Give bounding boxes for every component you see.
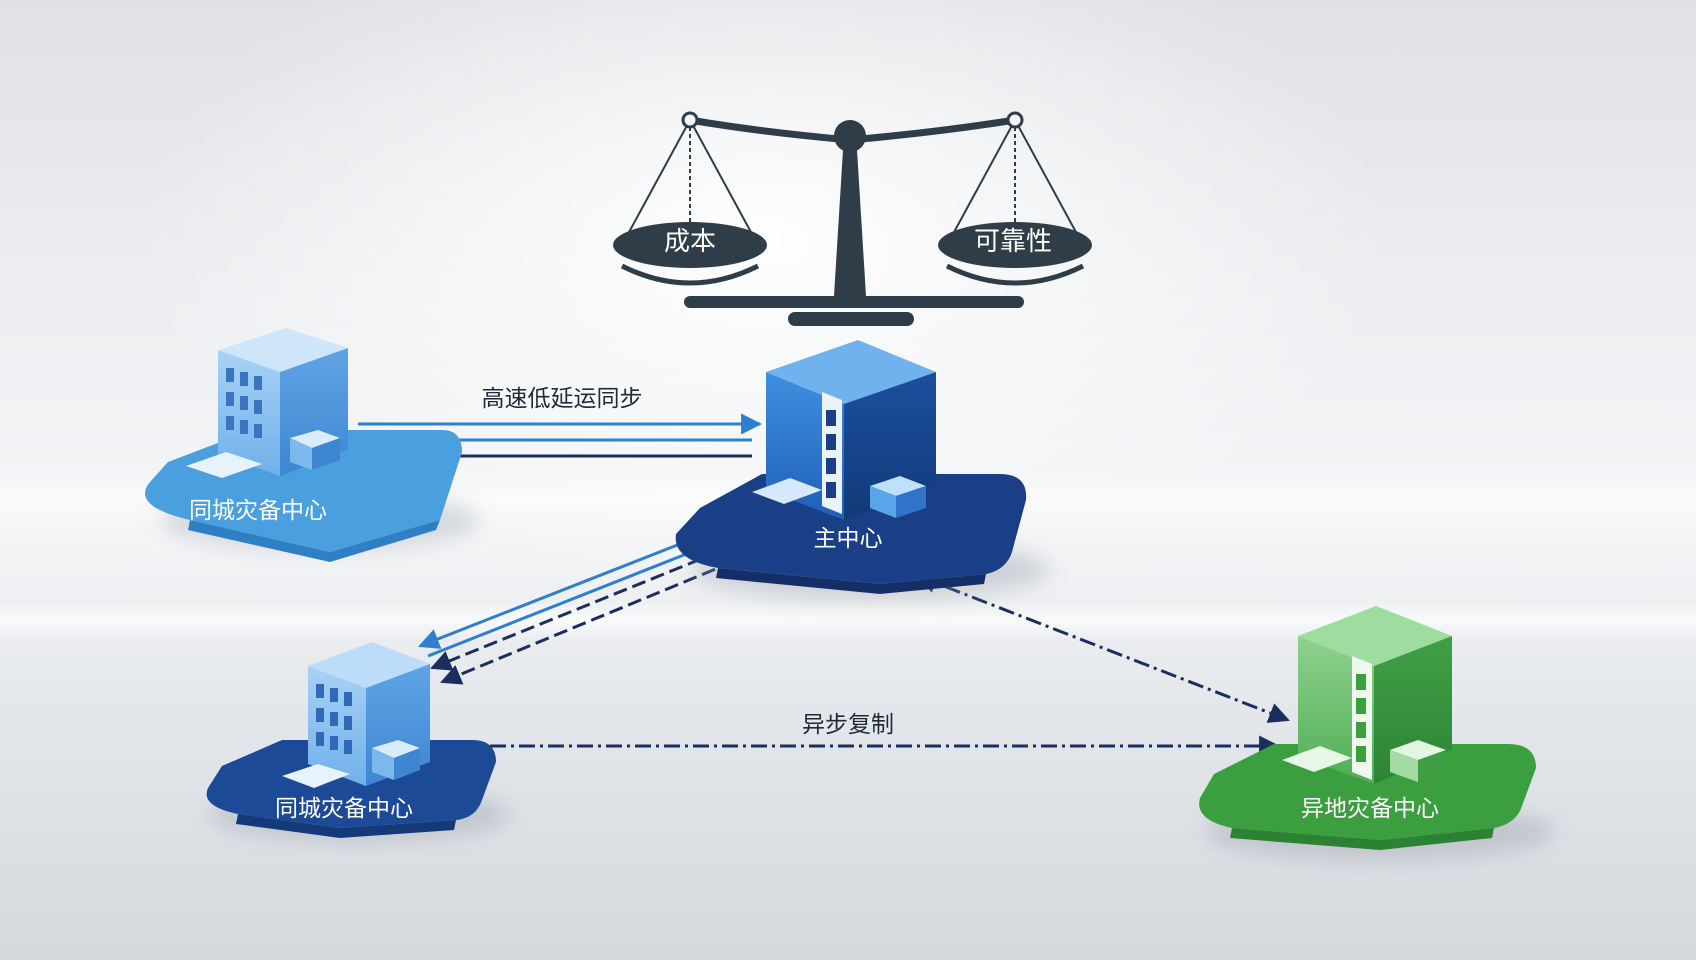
same-city-dr-center-top bbox=[145, 328, 480, 562]
building-icon bbox=[282, 642, 430, 788]
scale-right-pan-label: 可靠性 bbox=[974, 227, 1052, 257]
balance-scale-icon bbox=[613, 111, 1092, 326]
async-link-main-remote bbox=[916, 573, 1290, 723]
sync-link-label: 高速低延运同步 bbox=[482, 386, 643, 412]
same-city-dr-center-top-label: 同城灾备中心 bbox=[189, 498, 327, 524]
building-icon bbox=[752, 340, 936, 520]
remote-dr-center-label: 异地灾备中心 bbox=[1301, 796, 1439, 822]
remote-dr-center bbox=[1199, 606, 1555, 860]
building-icon bbox=[1282, 606, 1452, 784]
scale-left-pan-label: 成本 bbox=[664, 227, 716, 257]
main-center-label: 主中心 bbox=[814, 526, 883, 552]
main-center bbox=[675, 340, 1050, 600]
building-icon bbox=[186, 328, 348, 478]
async-link-label: 异步复制 bbox=[802, 712, 894, 738]
same-city-dr-center-bottom-label: 同城灾备中心 bbox=[275, 796, 413, 822]
same-city-dr-center-bottom bbox=[206, 642, 510, 841]
